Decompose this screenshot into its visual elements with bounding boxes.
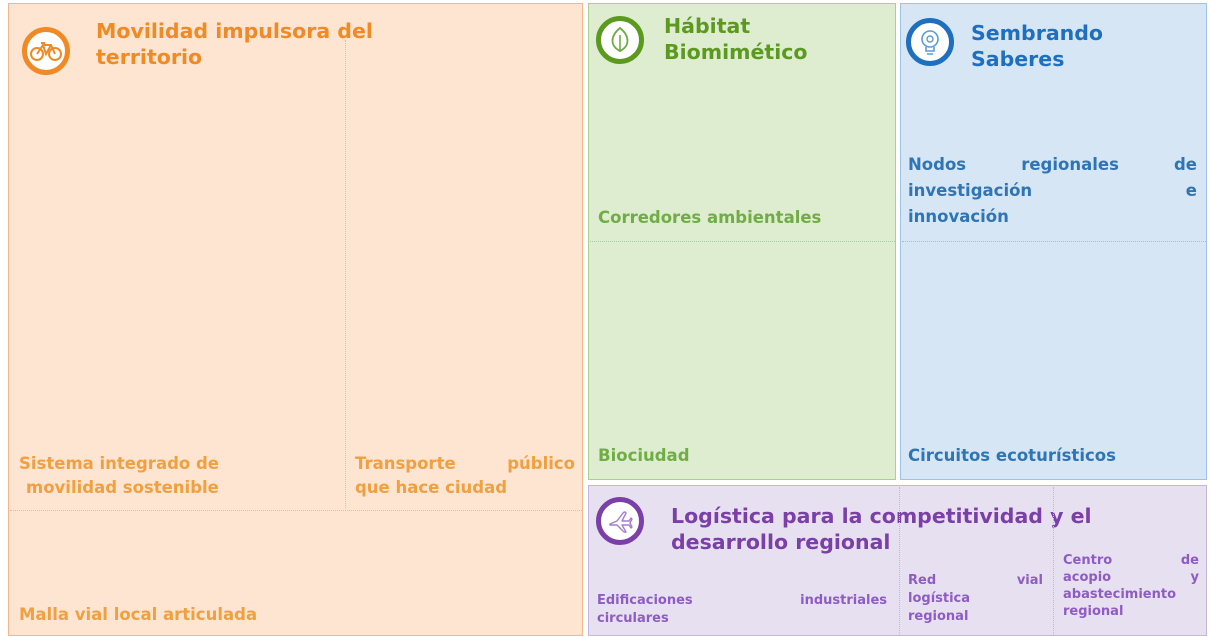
habitat-title-line1: Hábitat <box>664 14 751 38</box>
malla-vial-label: Malla vial local articulada <box>19 605 258 624</box>
airplane-icon <box>609 511 633 534</box>
movilidad-icon-badge <box>22 27 70 75</box>
edificaciones-label-line1: Edificaciones industriales <box>597 593 887 608</box>
sistema-integrado-label-line2: movilidad sostenible <box>26 478 219 497</box>
movilidad-horizontal-divider <box>10 510 582 511</box>
sembrando-icon-badge <box>906 18 954 66</box>
biociudad-label: Biociudad <box>598 446 690 465</box>
leaf-icon <box>611 27 629 53</box>
transporte-publico-label-line1: Transporte público <box>355 454 575 473</box>
red-vial-label-line1: Red vial <box>908 573 1043 588</box>
centro-acopio-label-line4: regional <box>1063 604 1124 619</box>
bicycle-icon <box>30 42 62 61</box>
logistica-title-line1: Logística para la competitividad y el <box>671 504 1092 528</box>
habitat-icon-badge <box>596 16 644 64</box>
centro-acopio-label-line2: acopio y <box>1063 570 1199 585</box>
sembrando-title-line1: Sembrando <box>971 21 1103 45</box>
habitat-divider <box>590 241 895 242</box>
nodos-regionales-label-line2: investigación e <box>908 181 1197 200</box>
logistica-panel <box>588 485 1207 636</box>
movilidad-panel <box>8 3 583 636</box>
logistica-divider-2 <box>1053 487 1054 635</box>
sembrando-title-line2: Saberes <box>971 47 1065 71</box>
red-vial-label-line3: regional <box>908 609 969 624</box>
movilidad-title-line2: territorio <box>96 45 203 69</box>
sembrando-divider <box>902 241 1206 242</box>
movilidad-vertical-divider <box>345 40 346 508</box>
centro-acopio-label-line3: abastecimiento <box>1063 587 1177 602</box>
nodos-regionales-label-line1: Nodos regionales de <box>908 155 1197 174</box>
nodos-regionales-label-line3: innovación <box>908 207 1009 226</box>
lightbulb-gear-icon <box>921 30 939 55</box>
logistica-divider-1 <box>899 487 900 635</box>
habitat-title-line2: Biomimético <box>664 40 808 64</box>
transporte-publico-label-line2: que hace ciudad <box>355 478 508 497</box>
corredores-ambientales-label: Corredores ambientales <box>598 208 822 227</box>
centro-acopio-label-line1: Centro de <box>1063 553 1199 568</box>
sistema-integrado-label-line1: Sistema integrado de <box>19 454 219 473</box>
movilidad-title-line1: Movilidad impulsora del <box>96 19 373 43</box>
red-vial-label-line2: logística <box>908 591 971 606</box>
logistica-icon-badge <box>596 497 644 545</box>
logistica-title-line2: desarrollo regional <box>671 530 891 554</box>
edificaciones-label-line2: circulares <box>597 611 669 626</box>
circuitos-ecoturisticos-label: Circuitos ecoturísticos <box>908 446 1116 465</box>
